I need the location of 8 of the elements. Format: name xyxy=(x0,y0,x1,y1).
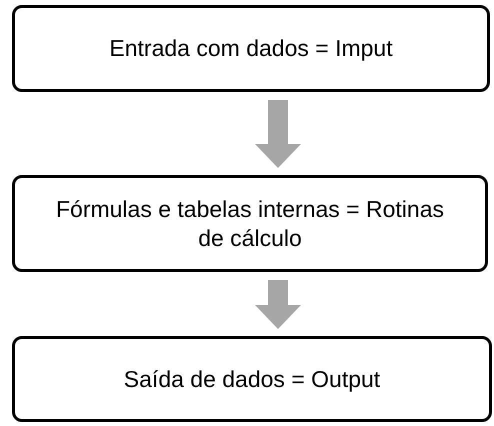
process-box xyxy=(12,336,492,422)
box-text: Entrada com dados = Imput xyxy=(109,34,393,63)
box-text: Saída de dados = Output xyxy=(124,364,380,394)
block-arrow xyxy=(255,280,301,329)
block-arrow xyxy=(255,100,301,168)
process-box xyxy=(12,5,490,92)
box-text: Fórmulas e tabelas internas = Rotinas de cálculo xyxy=(55,194,445,252)
process-box xyxy=(12,175,488,272)
